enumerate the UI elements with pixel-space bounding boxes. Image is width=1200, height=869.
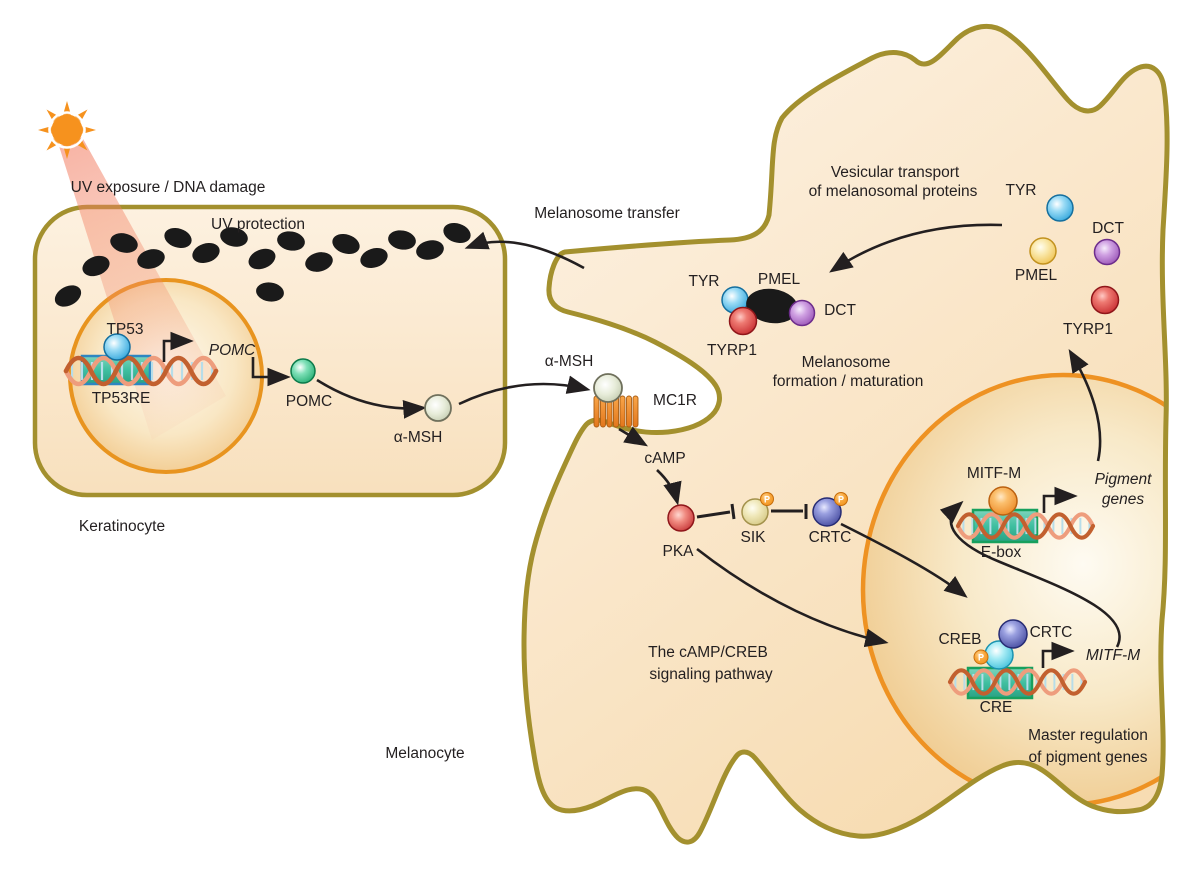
melanocyte-label: Melanocyte xyxy=(385,745,464,762)
crtc-phospho-label: P xyxy=(838,495,844,505)
pomc-transcription-arrow xyxy=(162,331,194,362)
pmel-melanosome-label: PMEL xyxy=(758,271,801,288)
pka-nuclear-signal-arrow xyxy=(696,547,889,648)
keratinocyte-label: Keratinocyte xyxy=(79,518,165,535)
mc1r-label: MC1R xyxy=(653,392,697,409)
msh-to-receptor-arrow xyxy=(458,375,591,406)
pathway-caption-line2: signaling pathway xyxy=(649,666,772,683)
pomc-gene-label: POMC xyxy=(209,342,256,359)
sik-phospho-label: P xyxy=(764,495,770,505)
crtc-ball-cytoplasm xyxy=(812,497,842,527)
master-regulation-line2: of pigment genes xyxy=(1029,749,1148,766)
melanosome-transfer-label: Melanosome transfer xyxy=(534,205,680,222)
pathway-caption-line1: The cAMP/CREB xyxy=(648,644,768,661)
mitf-m-gene-label: MITF-M xyxy=(1086,647,1140,664)
crtc-cytoplasm-label: CRTC xyxy=(809,529,852,546)
mitf-m-protein-label: MITF-M xyxy=(967,465,1021,482)
cre-label: CRE xyxy=(980,699,1013,716)
tp53-protein-ball xyxy=(103,333,131,361)
melanocyte-cell xyxy=(524,26,1200,842)
creb-label: CREB xyxy=(938,631,981,648)
melanosome-complex xyxy=(721,286,816,336)
dct-ball-vesicle xyxy=(1093,238,1121,266)
pomc-to-msh-arrow xyxy=(316,378,427,419)
alpha-msh-membrane-label: α-MSH xyxy=(545,353,594,370)
vesicular-caption-line1: Vesicular transport xyxy=(831,164,960,181)
creb-phospho-label: P xyxy=(978,653,984,663)
alpha-msh-ball-membrane xyxy=(593,373,623,403)
sik-phospho-badge xyxy=(760,492,774,506)
pomc-protein-ball xyxy=(290,358,316,384)
tyrp1-melanosome-label: TYRP1 xyxy=(707,342,757,359)
tyr-vesicle-label: TYR xyxy=(1006,182,1037,199)
uv-protection-label: UV protection xyxy=(211,216,305,233)
pathway-arrows xyxy=(458,223,1121,648)
sik-label: SIK xyxy=(741,529,767,546)
tyr-melanosome-label: TYR xyxy=(689,273,720,290)
keratinocyte-cell xyxy=(32,137,508,498)
pigment-genes-to-proteins-arrow xyxy=(1068,348,1102,462)
sik-ball xyxy=(741,498,769,526)
melanosome-caption-line2: formation / maturation xyxy=(773,373,924,390)
e-box-label: E-box xyxy=(981,544,1022,561)
uv-beam xyxy=(59,137,226,440)
camp-label: cAMP xyxy=(644,450,685,467)
mitf-m-protein-ball xyxy=(988,486,1018,516)
crtc-phospho-badge xyxy=(834,492,848,506)
sun-icon xyxy=(38,101,96,159)
pmel-ball-vesicle xyxy=(1029,237,1057,265)
tp53re-label: TP53RE xyxy=(92,390,151,407)
dct-vesicle-label: DCT xyxy=(1092,220,1124,237)
receptor-to-camp-arrow xyxy=(618,426,649,447)
pmel-vesicle-label: PMEL xyxy=(1015,267,1058,284)
melanosome-transfer-arrow xyxy=(464,231,585,270)
master-regulation-line1: Master regulation xyxy=(1028,727,1148,744)
pigment-genes-label-line1: Pigment xyxy=(1095,471,1153,488)
tp53-label: TP53 xyxy=(106,321,143,338)
pigment-genes-label-line2: genes xyxy=(1102,491,1144,508)
tyr-ball-vesicle xyxy=(1046,194,1074,222)
dct-ball-melanosome xyxy=(788,299,816,327)
crtc-nucleus-label: CRTC xyxy=(1030,624,1073,641)
pka-label: PKA xyxy=(662,543,694,560)
pomc-protein-label: POMC xyxy=(286,393,333,410)
creb-phospho-badge xyxy=(973,649,989,665)
alpha-msh-ball-inner xyxy=(424,394,452,422)
melanin-granules xyxy=(54,222,471,307)
tyrp1-ball-melanosome xyxy=(728,306,758,336)
mc1r-receptor xyxy=(593,395,639,428)
pka-inhibits-sik xyxy=(696,503,736,520)
vesicular-transport-arrow xyxy=(829,223,1003,273)
crtc-ball-nucleus xyxy=(998,619,1028,649)
mitf-to-ebox-arrow xyxy=(939,500,1121,648)
melanosome-caption-line1: Melanosome xyxy=(802,354,891,371)
camp-to-pka-arrow xyxy=(656,469,682,506)
pomc-translation-arrow xyxy=(251,357,291,387)
crtc-nuclear-import-arrow xyxy=(840,522,968,598)
dct-melanosome-label: DCT xyxy=(824,302,856,319)
tyrp1-vesicle-label: TYRP1 xyxy=(1063,321,1113,338)
alpha-msh-inner-label: α-MSH xyxy=(394,429,443,446)
tyrp1-ball-vesicle xyxy=(1090,285,1120,315)
vesicular-caption-line2: of melanosomal proteins xyxy=(809,183,978,200)
pka-ball xyxy=(667,504,695,532)
pigment-genes-transcription-arrow xyxy=(1042,486,1078,513)
melanosome-body xyxy=(746,288,798,324)
uv-exposure-label: UV exposure / DNA damage xyxy=(71,179,266,196)
mitf-transcription-arrow xyxy=(1041,641,1075,668)
sik-inhibits-crtc xyxy=(771,504,808,519)
